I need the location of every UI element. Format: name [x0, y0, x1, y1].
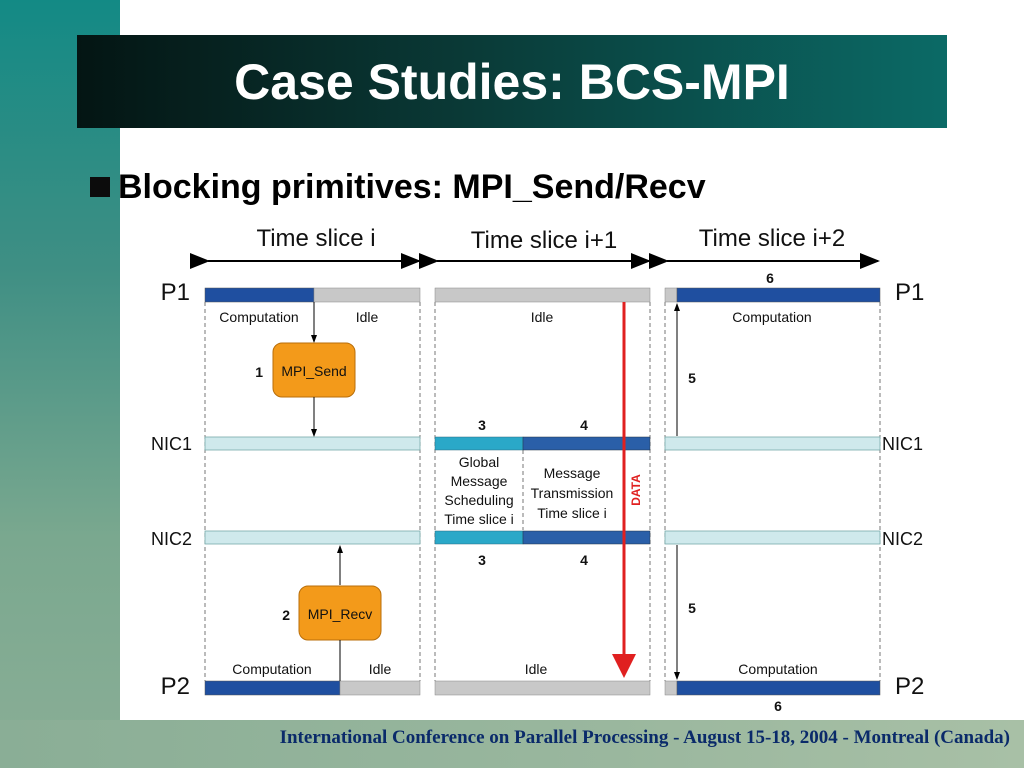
- bcs-mpi-diagram: Time slice i Time slice i+1 Time slice i…: [151, 225, 924, 714]
- global-scheduling-text: Global Message Scheduling Time slice i: [444, 454, 514, 527]
- p1-s1-computation-bar: [204, 287, 315, 303]
- nic1-scheduling-bar: [434, 436, 524, 451]
- bullet-text: Blocking primitives: MPI_Send/Recv: [118, 167, 706, 206]
- nic1-left-label: NIC1: [151, 434, 192, 454]
- mpi-recv-label: MPI_Recv: [308, 606, 373, 622]
- nic1-s1-bar: [204, 436, 421, 451]
- nic1-s3-bar: [664, 436, 881, 451]
- p1-row: [204, 287, 881, 303]
- nic2-left-label: NIC2: [151, 529, 192, 549]
- p2-s3-computation-label: Computation: [738, 661, 817, 677]
- nic1-transmission-bar: [522, 436, 651, 451]
- nic1-right-label: NIC1: [882, 434, 923, 454]
- step-3-top: 3: [478, 417, 486, 433]
- title-bar: Case Studies: BCS-MPI: [77, 35, 947, 128]
- nic2-s1-bar: [204, 530, 421, 545]
- global-scheduling-line-3: Scheduling: [444, 492, 513, 508]
- p2-s3-computation-bar: [676, 680, 881, 696]
- step-5-top: 5: [688, 370, 696, 386]
- p1-s1-idle-label: Idle: [356, 309, 379, 325]
- step-4-top: 4: [580, 417, 588, 433]
- side-decor-band: [0, 0, 120, 768]
- p1-s1-idle-bar: [313, 287, 421, 303]
- p1-s2-idle-bar: [434, 287, 651, 303]
- nic2-transmission-bar: [522, 530, 651, 545]
- p2-left-label: P2: [161, 673, 190, 700]
- p2-s1-idle-bar: [339, 680, 421, 696]
- mpi-send-label: MPI_Send: [281, 363, 346, 379]
- step-3-bottom: 3: [478, 552, 486, 568]
- p1-s3-idle-bar: [664, 287, 678, 303]
- nic2-s3-bar: [664, 530, 881, 545]
- step-4-bottom: 4: [580, 552, 588, 568]
- time-slice-i2-label: Time slice i+2: [699, 225, 845, 252]
- footer-conference: International Conference on Parallel Pro…: [279, 727, 1010, 748]
- step-6-bottom: 6: [774, 698, 782, 714]
- bullet-square-icon: [90, 177, 110, 197]
- nic2-right-label: NIC2: [882, 529, 923, 549]
- p2-s2-idle-label: Idle: [525, 661, 548, 677]
- slide-title: Case Studies: BCS-MPI: [234, 53, 790, 110]
- p2-s1-idle-label: Idle: [369, 661, 392, 677]
- p2-s3-idle-bar: [664, 680, 678, 696]
- p2-s1-computation-bar: [204, 680, 341, 696]
- p1-s1-computation-label: Computation: [219, 309, 298, 325]
- data-label: DATA: [629, 474, 643, 506]
- bottom-decor-band: [0, 720, 1024, 768]
- p1-left-label: P1: [161, 279, 190, 306]
- p1-s3-computation-bar: [676, 287, 881, 303]
- nic2-row: [204, 530, 881, 545]
- p2-row: [204, 680, 881, 696]
- message-transmission-line-3: Time slice i: [537, 505, 607, 521]
- time-slice-i1-label: Time slice i+1: [471, 227, 617, 254]
- message-transmission-line-2: Transmission: [531, 485, 614, 501]
- nic1-row: [204, 436, 881, 451]
- step-2-number: 2: [282, 607, 290, 623]
- bullet-row: Blocking primitives: MPI_Send/Recv: [90, 162, 706, 212]
- global-scheduling-line-1: Global: [459, 454, 499, 470]
- p2-right-label: P2: [895, 673, 924, 700]
- p1-s3-computation-label: Computation: [732, 309, 811, 325]
- global-scheduling-line-2: Message: [451, 473, 508, 489]
- p1-right-label: P1: [895, 279, 924, 306]
- step-5-bottom: 5: [688, 600, 696, 616]
- p2-s1-computation-label: Computation: [232, 661, 311, 677]
- global-scheduling-line-4: Time slice i: [444, 511, 514, 527]
- p2-s2-idle-bar: [434, 680, 651, 696]
- step-1-number: 1: [255, 364, 263, 380]
- time-slice-i-label: Time slice i: [256, 225, 375, 252]
- message-transmission-text: Message Transmission Time slice i: [531, 465, 614, 521]
- p1-s2-idle-label: Idle: [531, 309, 554, 325]
- slice-boundaries: [204, 302, 881, 681]
- step-6-top: 6: [766, 270, 774, 286]
- nic2-scheduling-bar: [434, 530, 524, 545]
- message-transmission-line-1: Message: [544, 465, 601, 481]
